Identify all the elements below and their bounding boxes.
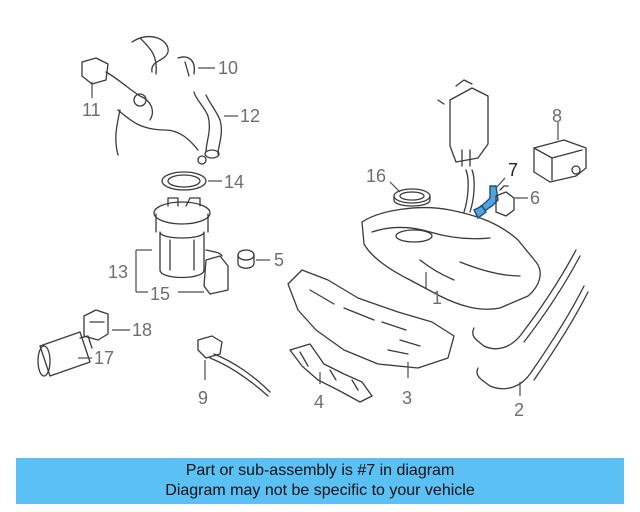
part-16-lock-ring: [389, 181, 431, 207]
callout-9[interactable]: 9: [198, 388, 208, 408]
info-banner: Part or sub-assembly is #7 in diagram Di…: [16, 458, 624, 504]
part-5-grommet: [237, 249, 270, 269]
part-10-hose: [131, 36, 215, 77]
callout-4[interactable]: 4: [314, 392, 324, 412]
part-14-seal-ring: [161, 171, 222, 191]
callout-11[interactable]: 11: [82, 100, 101, 120]
callout-3[interactable]: 3: [402, 388, 412, 408]
callout-7[interactable]: 7: [508, 160, 518, 180]
info-line-disclaimer: Diagram may not be specific to your vehi…: [165, 482, 475, 499]
callout-8[interactable]: 8: [552, 106, 562, 126]
callout-18[interactable]: 18: [132, 320, 152, 340]
part-12-filler-hose: [193, 91, 238, 165]
part-11-vent-valve: [81, 57, 199, 156]
part-7-hose-highlighted: [473, 177, 506, 220]
part-9-sender: [197, 335, 271, 397]
callout-15[interactable]: 15: [150, 284, 170, 304]
callout-16[interactable]: 16: [366, 166, 386, 186]
callout-1[interactable]: 1: [432, 288, 442, 308]
part-2-tank-straps: [472, 249, 589, 396]
callout-2[interactable]: 2: [514, 400, 524, 420]
callout-6[interactable]: 6: [530, 188, 540, 208]
callout-14[interactable]: 14: [224, 172, 244, 192]
callout-17[interactable]: 17: [94, 348, 114, 368]
part-6-connector: [495, 185, 528, 217]
parts-diagram: 10 11 12 14 13 15: [37, 36, 589, 420]
part-8-vent-block: [533, 122, 587, 183]
part-3-heat-shield: [287, 269, 455, 378]
part-18-bracket: [83, 309, 130, 341]
part-1-fuel-tank: [361, 169, 541, 310]
part-filler-reservoir: [437, 79, 489, 167]
callout-5[interactable]: 5: [274, 250, 284, 270]
part-4-bracket: [289, 343, 373, 403]
info-line-part: Part or sub-assembly is #7 in diagram: [185, 462, 455, 479]
callout-10[interactable]: 10: [218, 58, 238, 78]
part-17-fuel-filter: [37, 331, 93, 377]
callout-13[interactable]: 13: [108, 262, 128, 282]
part-13-fuel-pump: [135, 197, 229, 295]
callout-12[interactable]: 12: [240, 106, 260, 126]
